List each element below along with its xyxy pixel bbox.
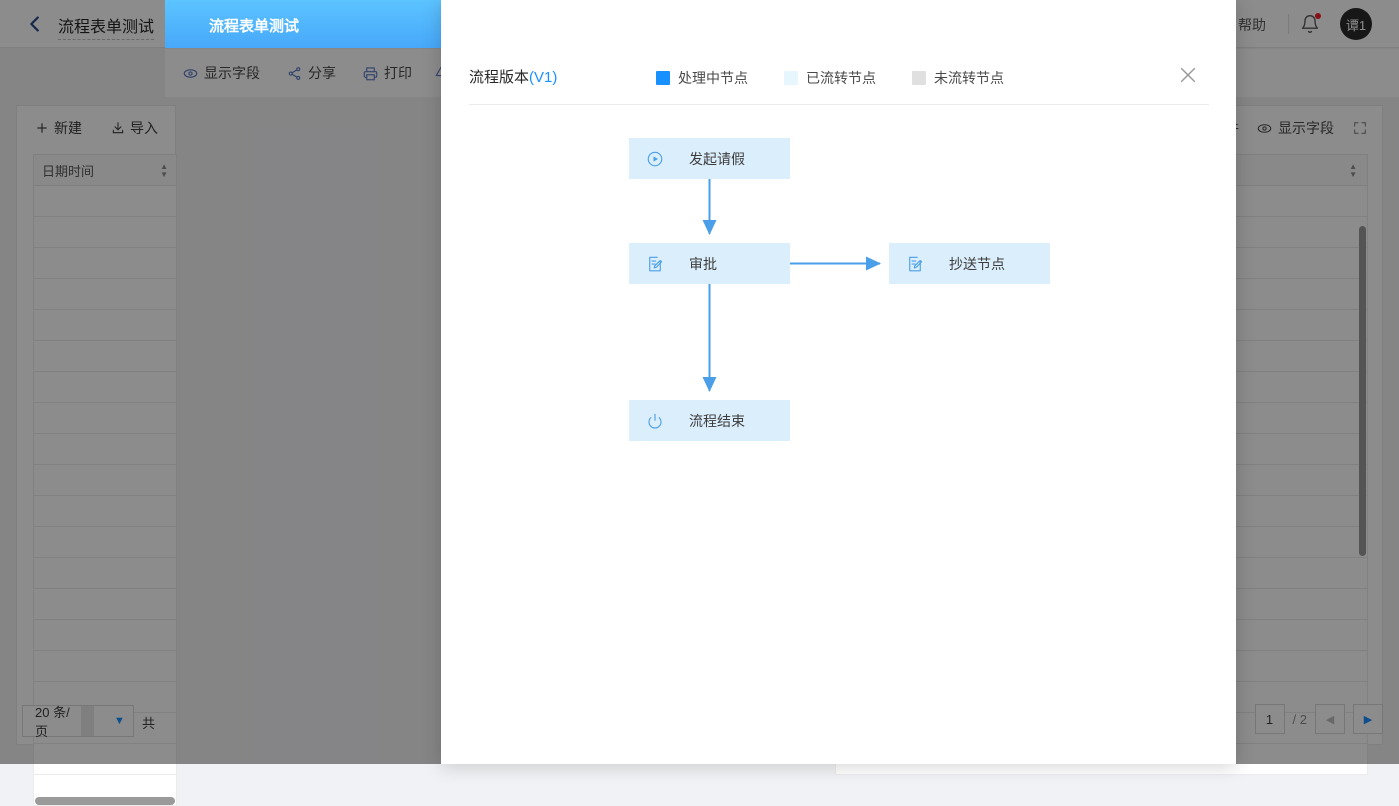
- page-size-value: 20 条/页: [35, 705, 70, 739]
- expand-button[interactable]: [1352, 120, 1368, 136]
- modal-title-main: 流程版本: [469, 69, 530, 86]
- topbar-divider: [1288, 14, 1289, 34]
- show-fields-button[interactable]: 显示字段: [1257, 118, 1334, 138]
- modal-close-button[interactable]: [1177, 64, 1199, 86]
- flow-window-title: 流程表单测试: [209, 18, 300, 35]
- flow-node-label: 审批: [689, 255, 717, 272]
- print-icon: [363, 66, 378, 81]
- left-pagination: 20 条/页 ▼ 共: [22, 705, 172, 739]
- table-row[interactable]: [33, 651, 177, 682]
- horizontal-scrollbar[interactable]: [35, 797, 175, 805]
- expand-icon: [1354, 122, 1366, 134]
- sort-icon[interactable]: ▲▼: [160, 161, 168, 179]
- help-link[interactable]: 帮助: [1238, 17, 1266, 33]
- flow-diagram-modal: 流程版本(V1) 处理中节点 已流转节点 未流转节点: [441, 0, 1236, 764]
- page-title: 流程表单测试: [58, 13, 155, 40]
- table-row[interactable]: [33, 465, 177, 496]
- legend-item: 未流转节点: [912, 68, 1004, 88]
- play-circle-icon: [646, 150, 664, 168]
- import-label: 导入: [130, 120, 158, 136]
- legend-item: 处理中节点: [656, 68, 748, 88]
- table-row[interactable]: [33, 217, 177, 248]
- flow-node-label: 发起请假: [689, 150, 745, 167]
- new-record-button[interactable]: 新建: [35, 118, 82, 138]
- caret-left-icon: ◀: [1325, 713, 1335, 726]
- bell-icon[interactable]: [1300, 14, 1320, 34]
- toolbar-share-label: 分享: [308, 65, 336, 81]
- page-size-select[interactable]: 20 条/页 ▼: [22, 705, 134, 739]
- select-divider: [81, 706, 94, 736]
- flow-node-start[interactable]: 发起请假: [629, 138, 790, 179]
- flow-node-cc[interactable]: 抄送节点: [889, 243, 1050, 284]
- back-button[interactable]: [24, 13, 46, 35]
- legend-swatch: [784, 71, 798, 85]
- table-row[interactable]: [33, 310, 177, 341]
- flow-node-label: 抄送节点: [949, 255, 1005, 272]
- avatar[interactable]: 谭1: [1340, 8, 1372, 40]
- form-edit-icon: [646, 255, 664, 273]
- toolbar-print[interactable]: 打印: [363, 63, 412, 83]
- legend-item: 已流转节点: [784, 68, 876, 88]
- toolbar-show-fields[interactable]: 显示字段: [183, 63, 260, 83]
- flow-node-approve[interactable]: 审批: [629, 243, 790, 284]
- modal-title: 流程版本(V1): [469, 66, 557, 87]
- table-row[interactable]: [33, 186, 177, 217]
- legend-label: 未流转节点: [934, 70, 1004, 86]
- table-row[interactable]: [33, 279, 177, 310]
- eye-icon: [1257, 123, 1272, 133]
- share-icon: [287, 66, 302, 81]
- table-row[interactable]: [33, 496, 177, 527]
- power-icon: [646, 412, 664, 430]
- current-page-input[interactable]: 1: [1254, 704, 1285, 734]
- next-page-button[interactable]: ▶: [1353, 704, 1383, 734]
- table-row[interactable]: [33, 558, 177, 589]
- toolbar-share[interactable]: 分享: [287, 63, 336, 83]
- flow-node-end[interactable]: 流程结束: [629, 400, 790, 441]
- flow-node-label: 流程结束: [689, 412, 745, 429]
- table-row[interactable]: [33, 589, 177, 620]
- prev-page-button[interactable]: ◀: [1315, 704, 1345, 734]
- table-row[interactable]: [33, 434, 177, 465]
- total-pages-label: / 2: [1292, 711, 1307, 727]
- table-row[interactable]: [33, 341, 177, 372]
- legend-label: 已流转节点: [806, 70, 876, 86]
- left-column-header[interactable]: 日期时间 ▲▼: [33, 154, 177, 186]
- legend-swatch: [656, 71, 670, 85]
- import-icon: [112, 122, 124, 134]
- legend-label: 处理中节点: [678, 70, 748, 86]
- left-card-actions: 新建 导入: [17, 106, 177, 150]
- show-fields-label: 显示字段: [1278, 120, 1334, 136]
- table-row[interactable]: [33, 403, 177, 434]
- plus-icon: [37, 123, 47, 133]
- table-row[interactable]: [33, 620, 177, 651]
- vertical-scrollbar[interactable]: [1359, 226, 1366, 556]
- caret-right-icon: ▶: [1363, 713, 1373, 726]
- eye-icon: [183, 66, 198, 81]
- flow-canvas[interactable]: 发起请假审批 抄送节点流程结束: [441, 105, 1236, 764]
- toolbar-print-label: 打印: [384, 65, 412, 81]
- sort-icon[interactable]: ▲▼: [1349, 161, 1357, 179]
- flow-edges: [702, 179, 881, 392]
- legend-swatch: [912, 71, 926, 85]
- table-row[interactable]: [33, 527, 177, 558]
- right-pagination: 1 / 2 ◀ ▶: [1254, 704, 1383, 734]
- modal-header: 流程版本(V1) 处理中节点 已流转节点 未流转节点: [441, 48, 1236, 104]
- node-state-legend: 处理中节点 已流转节点 未流转节点: [656, 68, 1004, 88]
- left-column-header-label: 日期时间: [42, 163, 95, 179]
- import-button[interactable]: 导入: [111, 118, 158, 138]
- notification-dot: [1315, 13, 1321, 19]
- toolbar-show-fields-label: 显示字段: [204, 65, 260, 81]
- table-row[interactable]: [33, 372, 177, 403]
- caret-down-icon[interactable]: ▼: [114, 715, 125, 727]
- form-edit-icon: [906, 255, 924, 273]
- modal-title-version: (V1): [529, 69, 558, 86]
- modal-header-divider: [469, 104, 1209, 105]
- new-record-label: 新建: [54, 120, 82, 136]
- table-row[interactable]: [33, 248, 177, 279]
- total-count-label: 共: [142, 716, 156, 731]
